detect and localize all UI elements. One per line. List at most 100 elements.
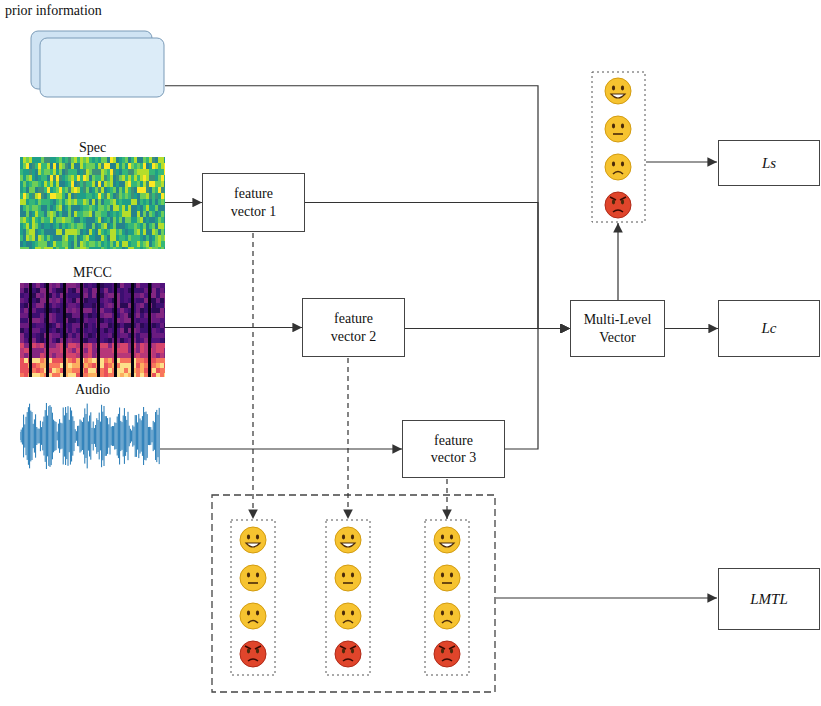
- spectrogram-cell: [113, 241, 116, 247]
- spectrogram-cell: [74, 235, 77, 241]
- spectrogram-cell: [161, 235, 164, 241]
- spectrogram-cell: [161, 217, 164, 223]
- spectrogram-cell: [113, 199, 116, 205]
- mfcc-cell: [84, 318, 88, 323]
- mfcc-cell: [88, 373, 92, 377]
- face-disc: [240, 527, 266, 553]
- spectrogram-cell: [53, 247, 56, 249]
- spectrogram-cell: [104, 211, 107, 217]
- spectrogram-cell: [86, 193, 89, 199]
- mfcc-cell: [40, 298, 44, 303]
- spectrogram-cell: [65, 175, 68, 181]
- spectrogram-cell: [152, 199, 155, 205]
- loss-box: Lc: [718, 300, 820, 357]
- mfcc-cell: [104, 343, 108, 348]
- spectrogram-cell: [152, 163, 155, 169]
- mfcc-cell: [76, 303, 80, 308]
- spectrogram-cell: [23, 247, 26, 249]
- mfcc-cell: [20, 313, 24, 318]
- spectrogram-cell: [137, 211, 140, 217]
- mfcc-cell: [56, 318, 60, 323]
- spectrogram-cell: [68, 187, 71, 193]
- mfcc-cell: [124, 288, 128, 293]
- mfcc-cell: [120, 303, 124, 308]
- box-label: feature vector 2: [317, 310, 390, 345]
- spectrogram-cell: [92, 217, 95, 223]
- mfcc-cell: [144, 368, 148, 373]
- mfcc-cell: [160, 313, 164, 318]
- spectrogram-cell: [92, 229, 95, 235]
- spectrogram-cell: [164, 247, 165, 249]
- spectrogram-cell: [128, 229, 131, 235]
- spectrogram-cell: [155, 157, 158, 163]
- mfcc-cell: [120, 283, 124, 288]
- spectrogram-cell: [146, 211, 149, 217]
- spectrogram-cell: [44, 241, 47, 247]
- spectrogram-cell: [149, 175, 152, 181]
- spectrogram-cell: [59, 175, 62, 181]
- spectrogram-cell: [125, 223, 128, 229]
- spectrogram-cell: [71, 235, 74, 241]
- spectrogram-cell: [155, 175, 158, 181]
- spectrogram-cell: [38, 199, 41, 205]
- spectrogram-cell: [149, 247, 152, 249]
- mfcc-cell: [32, 298, 36, 303]
- face-eye: [621, 124, 624, 129]
- mfcc-cell: [100, 328, 104, 333]
- mfcc-cell: [52, 323, 56, 328]
- spectrogram-cell: [146, 181, 149, 187]
- spectrogram-cell: [29, 169, 32, 175]
- mfcc-cell: [100, 373, 104, 377]
- mfcc-cell: [152, 293, 156, 298]
- mfcc-cell: [108, 363, 112, 368]
- spectrogram-cell: [38, 229, 41, 235]
- spectrogram-cell: [59, 193, 62, 199]
- spectrogram-cell: [68, 175, 71, 181]
- spectrogram-cell: [98, 241, 101, 247]
- mfcc-cell: [40, 328, 44, 333]
- spectrogram-cell: [101, 157, 104, 163]
- spectrogram-cell: [77, 163, 80, 169]
- spectrogram-cell: [41, 229, 44, 235]
- mfcc-cell: [144, 313, 148, 318]
- spectrogram-cell: [95, 157, 98, 163]
- spectrogram-cell: [74, 157, 77, 163]
- spectrogram-cell: [50, 175, 53, 181]
- spectrogram-cell: [158, 157, 161, 163]
- mfcc-cell: [52, 308, 56, 313]
- spectrogram-cell: [152, 211, 155, 217]
- mfcc-cell: [152, 323, 156, 328]
- mfcc-cell: [140, 298, 144, 303]
- spectrogram-cell: [140, 241, 143, 247]
- mfcc-cell: [68, 298, 72, 303]
- spectrogram-cell: [77, 205, 80, 211]
- spectrogram-cell: [41, 217, 44, 223]
- mfcc-cell: [164, 323, 165, 328]
- spectrogram-cell: [44, 175, 47, 181]
- mfcc-cell: [88, 283, 92, 288]
- spectrogram-cell: [119, 157, 122, 163]
- mfcc-cell: [36, 323, 40, 328]
- mfcc-cell: [156, 363, 160, 368]
- mfcc-cell: [32, 348, 36, 353]
- spectrogram-cell: [83, 193, 86, 199]
- mfcc-cell: [144, 343, 148, 348]
- spectrogram-cell: [44, 199, 47, 205]
- mfcc-cell: [120, 338, 124, 343]
- spectrogram-cell: [23, 241, 26, 247]
- spectrogram-cell: [47, 229, 50, 235]
- spectrogram-cell: [146, 187, 149, 193]
- spectrogram-cell: [71, 175, 74, 181]
- spectrogram-cell: [92, 223, 95, 229]
- spectrogram-cell: [41, 241, 44, 247]
- mfcc-cell: [144, 328, 148, 333]
- mfcc-cell: [84, 368, 88, 373]
- spectrogram-cell: [158, 223, 161, 229]
- mfcc-cell: [156, 338, 160, 343]
- mfcc-cell: [24, 288, 28, 293]
- mfcc-cell: [164, 308, 165, 313]
- face-brow: [245, 646, 261, 649]
- mfcc-cell: [100, 318, 104, 323]
- spectrogram-cell: [59, 211, 62, 217]
- face-mouth: [343, 582, 353, 584]
